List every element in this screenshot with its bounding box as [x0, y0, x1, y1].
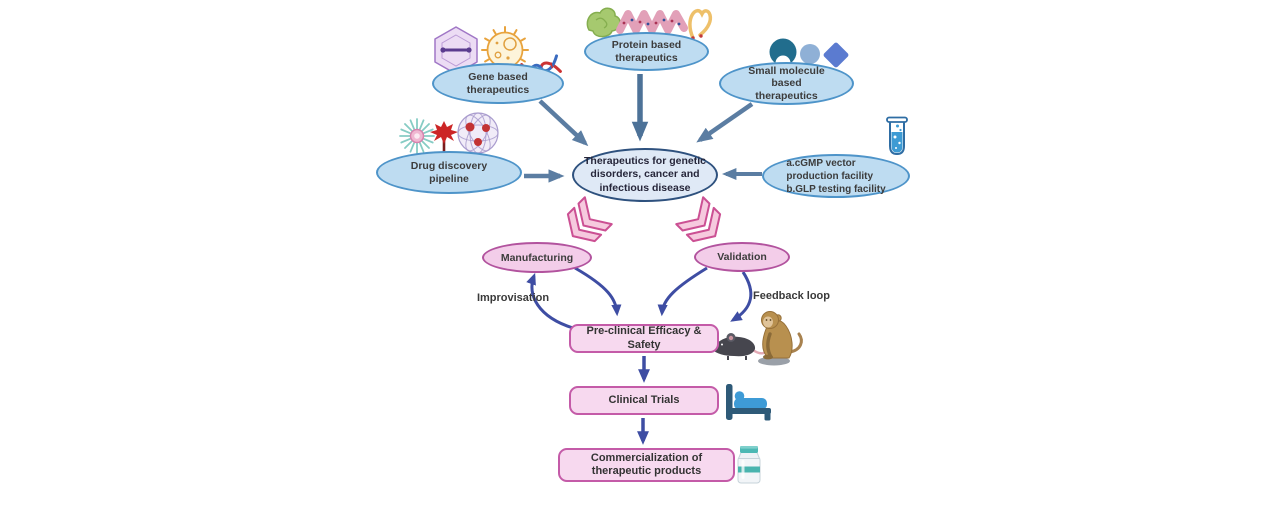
node-manufacturing: Manufacturing	[482, 242, 592, 273]
arrow-feedback-loop	[730, 271, 753, 322]
node-small-molecule-based-therapeutics: Small molecule based therapeutics	[719, 62, 854, 105]
node-label: Manufacturing	[500, 251, 574, 264]
node-clinical-trials: Clinical Trials	[569, 386, 719, 415]
node-gene-based-therapeutics: Gene based therapeutics	[432, 63, 564, 104]
label-improvisation: Improvisation	[476, 292, 550, 304]
ribbon-loop-icon	[688, 8, 713, 40]
facility-text: a.cGMP vector production facility b.GLP …	[786, 157, 885, 196]
node-label: Validation	[717, 251, 767, 263]
vial-icon	[737, 446, 761, 484]
monkey-icon	[758, 311, 803, 366]
molecule-circle-icon	[800, 44, 820, 64]
facility-line-2: production facility	[786, 170, 874, 182]
arrow-validation-to-preclinical	[657, 266, 708, 317]
node-label: Small molecule based therapeutics	[748, 64, 825, 102]
node-label: Gene based therapeutics	[466, 71, 530, 96]
node-commercialization: Commercialization of therapeutic product…	[558, 448, 735, 482]
molecule-diamond-icon	[823, 42, 849, 68]
alpha-helix-icon	[616, 10, 688, 34]
node-drug-discovery-pipeline: Drug discovery pipeline	[376, 151, 522, 194]
node-label: Commercialization of therapeutic product…	[590, 451, 703, 477]
mouse-icon	[711, 333, 773, 360]
node-preclinical-efficacy-safety: Pre-clinical Efficacy & Safety	[569, 324, 719, 353]
aav-capsid-icon	[434, 26, 478, 75]
test-tube-icon	[886, 116, 908, 156]
facility-line-1: a.cGMP vector	[786, 157, 856, 169]
chevron-to-manufacturing-icon	[566, 196, 613, 243]
protein-blob-icon	[586, 7, 621, 38]
arrow-gene-to-central	[538, 99, 589, 147]
node-validation: Validation	[694, 242, 790, 272]
arrow-manufacturing-to-preclinical	[574, 266, 622, 317]
node-label: Therapeutics for genetic disorders, canc…	[584, 155, 706, 194]
node-label: Clinical Trials	[608, 393, 680, 406]
node-facility: a.cGMP vector production facility b.GLP …	[762, 154, 910, 198]
node-label: Pre-clinical Efficacy & Safety	[586, 325, 702, 351]
nanoparticle-mesh-icon	[457, 112, 499, 154]
dendrimer-starburst-icon	[399, 118, 435, 154]
label-feedback-loop: Feedback loop	[752, 290, 831, 302]
node-label: Protein based therapeutics	[611, 39, 682, 64]
node-central-therapeutics: Therapeutics for genetic disorders, canc…	[572, 148, 718, 202]
node-protein-based-therapeutics: Protein based therapeutics	[584, 32, 709, 71]
hospital-bed-icon	[726, 384, 771, 421]
arrow-small-molecule-to-central	[696, 102, 754, 143]
chevron-to-validation-icon	[675, 196, 722, 243]
arrow-improvisation	[526, 272, 574, 330]
facility-line-3: b.GLP testing facility	[786, 183, 886, 195]
node-label: Drug discovery pipeline	[410, 160, 488, 185]
